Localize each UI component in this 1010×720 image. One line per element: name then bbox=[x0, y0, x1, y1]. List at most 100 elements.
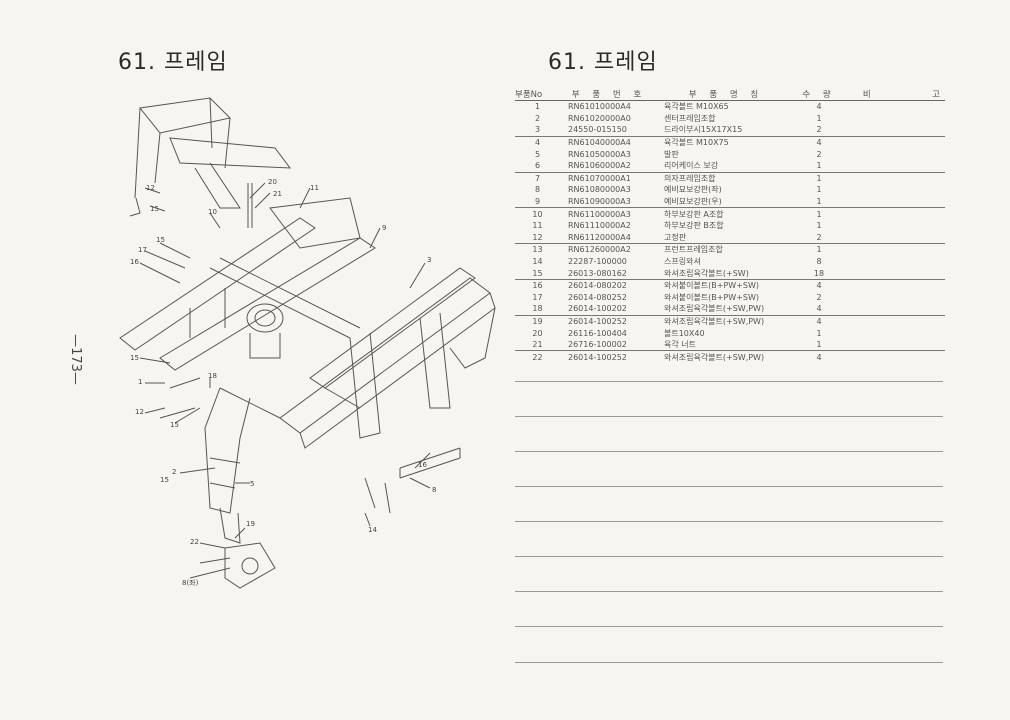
part-number: 26014-100202 bbox=[560, 303, 658, 316]
part-number: RN61050000A3 bbox=[568, 149, 631, 159]
callout-label: 15 bbox=[130, 354, 139, 362]
part-name: 프런트프레임조합 bbox=[664, 245, 723, 255]
blank-row-line bbox=[515, 626, 943, 627]
callout-label: 8 bbox=[432, 486, 437, 494]
blank-row-line bbox=[515, 556, 943, 557]
blank-row-line bbox=[515, 451, 943, 452]
part-name: 와셔붙이볼트(B+PW+SW) bbox=[664, 281, 760, 291]
remarks bbox=[844, 124, 945, 137]
part-number: RN61060000A2 bbox=[560, 159, 658, 173]
blank-row-line bbox=[515, 521, 943, 522]
part-name: 예비묘보강판(우) bbox=[658, 195, 794, 209]
part-index: 19 bbox=[532, 316, 543, 326]
callout-label: 16 bbox=[418, 461, 427, 469]
part-index: 14 bbox=[532, 257, 543, 267]
quantity: 4 bbox=[816, 316, 822, 326]
quantity: 1 bbox=[816, 221, 822, 231]
part-name: 드라이부시15X17X15 bbox=[658, 124, 794, 137]
callout-label: 18 bbox=[208, 372, 217, 380]
part-index: 17 bbox=[532, 292, 543, 302]
header-quantity: 수 량 bbox=[794, 88, 844, 101]
quantity: 4 bbox=[816, 102, 822, 112]
quantity: 1 bbox=[794, 195, 844, 209]
part-index: 4 bbox=[534, 138, 541, 148]
header-remarks-2: 고 bbox=[894, 88, 945, 101]
remarks bbox=[844, 159, 945, 173]
callout-label: 1 bbox=[138, 378, 143, 386]
remarks bbox=[844, 208, 945, 220]
part-index: 9 bbox=[515, 195, 560, 209]
part-name: 하부보강판 B조합 bbox=[664, 221, 724, 231]
part-index: 3 bbox=[515, 124, 560, 137]
part-number: 26014-080252 bbox=[568, 292, 627, 302]
callout-label: 9 bbox=[382, 224, 387, 232]
part-number: RN61080000A3 bbox=[568, 185, 631, 195]
part-number: RN61090000A3 bbox=[560, 195, 658, 209]
remarks bbox=[844, 256, 945, 268]
remarks bbox=[844, 267, 945, 280]
part-name: 예비묘보강판(좌) bbox=[664, 185, 722, 195]
callout-label: 22 bbox=[190, 538, 199, 546]
quantity: 18 bbox=[794, 267, 844, 280]
quantity: 1 bbox=[816, 209, 822, 219]
part-index: 21 bbox=[515, 338, 560, 352]
callout-label: 17 bbox=[138, 246, 147, 254]
part-number: RN61010000A4 bbox=[568, 102, 631, 112]
part-number: RN61040000A4 bbox=[568, 138, 631, 148]
part-number: 26013-080162 bbox=[560, 267, 658, 280]
part-name: 육각볼트 M10X75 bbox=[664, 138, 729, 148]
callout-label: 14 bbox=[368, 526, 377, 534]
part-number: 22287-100000 bbox=[568, 257, 627, 267]
callout-label: 3 bbox=[427, 256, 432, 264]
table-row: 17 26014-080252 와셔붙이볼트(B+PW+SW) 2 bbox=[515, 292, 945, 304]
remarks bbox=[844, 136, 945, 148]
callout-label: 20 bbox=[268, 178, 277, 186]
part-name: 스프링와셔 bbox=[664, 257, 701, 267]
quantity: 2 bbox=[816, 292, 822, 302]
callout-label: 21 bbox=[273, 190, 282, 198]
quantity: 4 bbox=[816, 352, 822, 362]
part-index: 2 bbox=[534, 113, 541, 123]
remarks bbox=[844, 327, 945, 339]
part-number: 24550-015150 bbox=[560, 124, 658, 137]
part-index: 13 bbox=[532, 245, 543, 255]
quantity: 2 bbox=[794, 231, 844, 245]
remarks bbox=[844, 195, 945, 209]
header-remarks-1: 비 bbox=[844, 88, 895, 101]
exploded-frame-diagram: 12 15 20 21 11 10 9 15 17 16 3 15 1 12 1… bbox=[100, 88, 500, 608]
callout-label: 8(좌) bbox=[182, 579, 199, 587]
part-index: 1 bbox=[534, 102, 541, 112]
page-number: —173— bbox=[67, 334, 83, 385]
callout-label: 15 bbox=[160, 476, 169, 484]
part-index: 7 bbox=[534, 173, 541, 183]
part-name: 볼트10X40 bbox=[664, 328, 705, 338]
header-part-name: 부 품 명 칭 bbox=[658, 88, 794, 101]
part-index: 10 bbox=[532, 209, 543, 219]
remarks bbox=[844, 303, 945, 316]
part-name: 와셔붙이볼트(B+PW+SW) bbox=[664, 292, 760, 302]
remarks bbox=[844, 351, 945, 363]
header-part-no: 부품No bbox=[515, 88, 560, 101]
callout-label: 15 bbox=[150, 205, 159, 213]
part-index: 16 bbox=[532, 281, 543, 291]
quantity: 1 bbox=[816, 173, 822, 183]
remarks bbox=[844, 315, 945, 327]
quantity: 2 bbox=[816, 149, 822, 159]
blank-row-line bbox=[515, 416, 943, 417]
part-number: RN61100000A3 bbox=[568, 209, 631, 219]
remarks bbox=[844, 148, 945, 160]
